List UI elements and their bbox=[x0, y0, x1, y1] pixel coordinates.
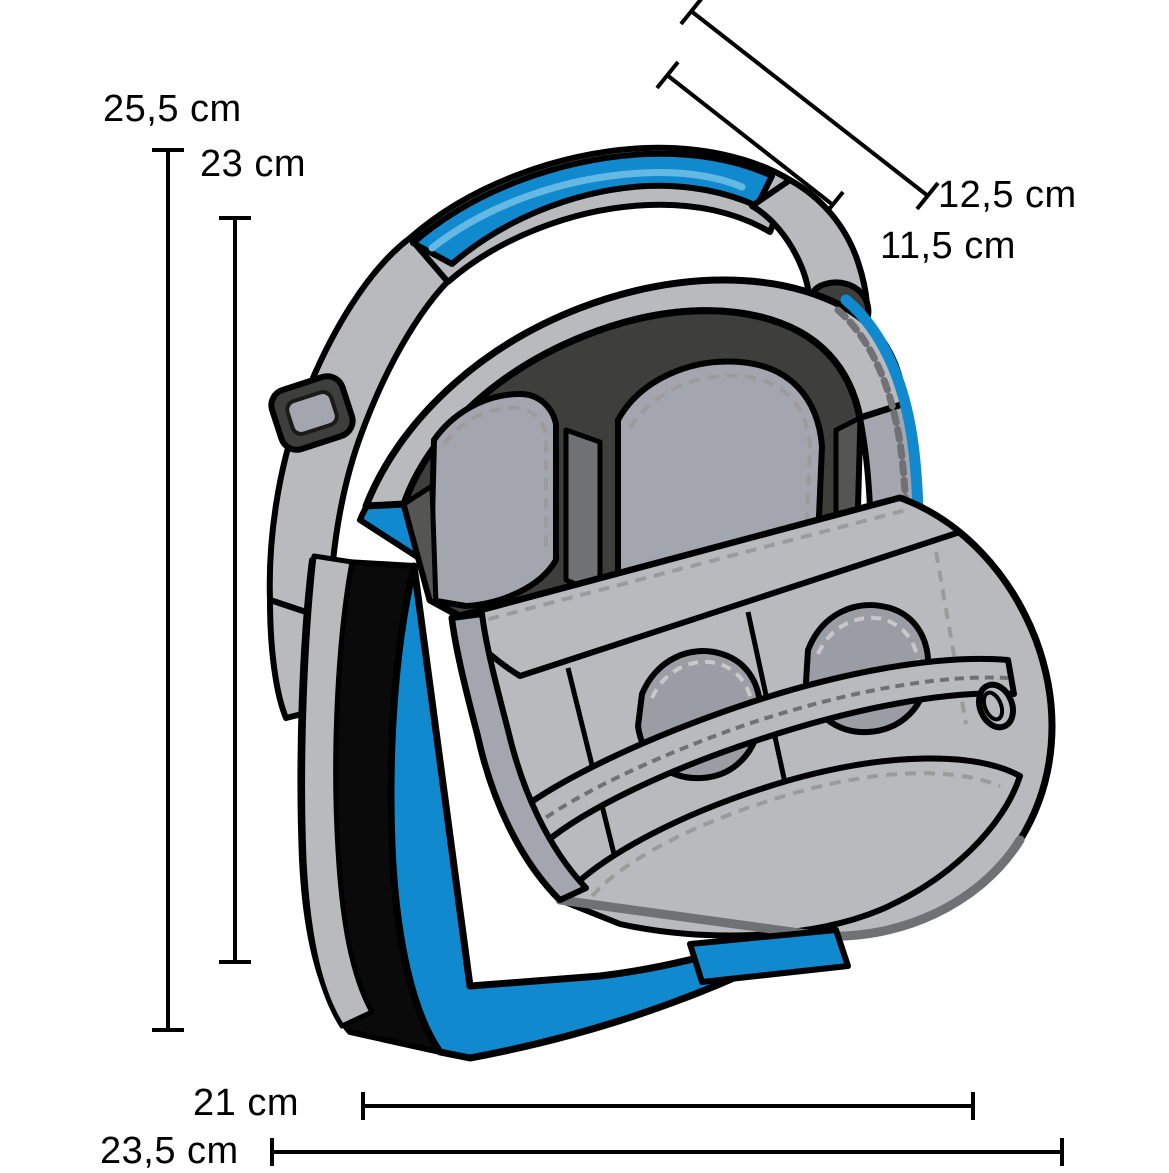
interior-divider-pad-center-stitch bbox=[628, 373, 813, 539]
dimension-line-width-outer bbox=[270, 1138, 1064, 1166]
strap-shoulder-pad bbox=[410, 150, 775, 267]
dimension-line-height-outer bbox=[152, 148, 184, 1032]
bag-bottom-tab bbox=[687, 927, 851, 985]
interior-divider-pad-left bbox=[427, 391, 559, 609]
bag-body-side-grey bbox=[300, 553, 375, 1029]
dimension-label-width-inner: 21 cm bbox=[193, 1082, 299, 1124]
dimension-label-depth-outer: 12,5 cm bbox=[938, 174, 1077, 216]
interior-left-wall bbox=[401, 483, 439, 607]
flap-left-edge bbox=[449, 611, 589, 903]
interior-divider-pad-left-stitch bbox=[442, 405, 548, 552]
dimension-label-depth-inner: 11,5 cm bbox=[880, 225, 1016, 267]
flap-pocket-pad-left-stitch bbox=[650, 659, 755, 719]
dimension-label-height-outer: 25,5 cm bbox=[103, 88, 242, 130]
strap-slider-buckle bbox=[268, 373, 356, 453]
interior-divider-wall bbox=[563, 427, 603, 597]
dimension-line-width-inner bbox=[361, 1092, 975, 1120]
strap-shoulder-pad-highlight bbox=[428, 169, 746, 252]
zipper-pull bbox=[976, 681, 1016, 731]
bag-illustration bbox=[266, 144, 1056, 1062]
flap-zipper-band bbox=[517, 655, 1017, 845]
flap-divider-seam-3 bbox=[934, 551, 968, 725]
flap-divider-seam-1 bbox=[565, 667, 617, 855]
front-flap-group bbox=[448, 494, 1056, 941]
dimension-label-width-outer: 23,5 cm bbox=[100, 1130, 239, 1172]
dimension-label-height-inner: 23 cm bbox=[200, 143, 306, 185]
flap-pocket-pad-right-stitch bbox=[816, 615, 921, 675]
dimension-line-height-inner bbox=[219, 216, 251, 964]
flap-bottom-pocket-stitch bbox=[590, 771, 1001, 898]
dimension-line-depth-outer bbox=[679, 0, 940, 211]
